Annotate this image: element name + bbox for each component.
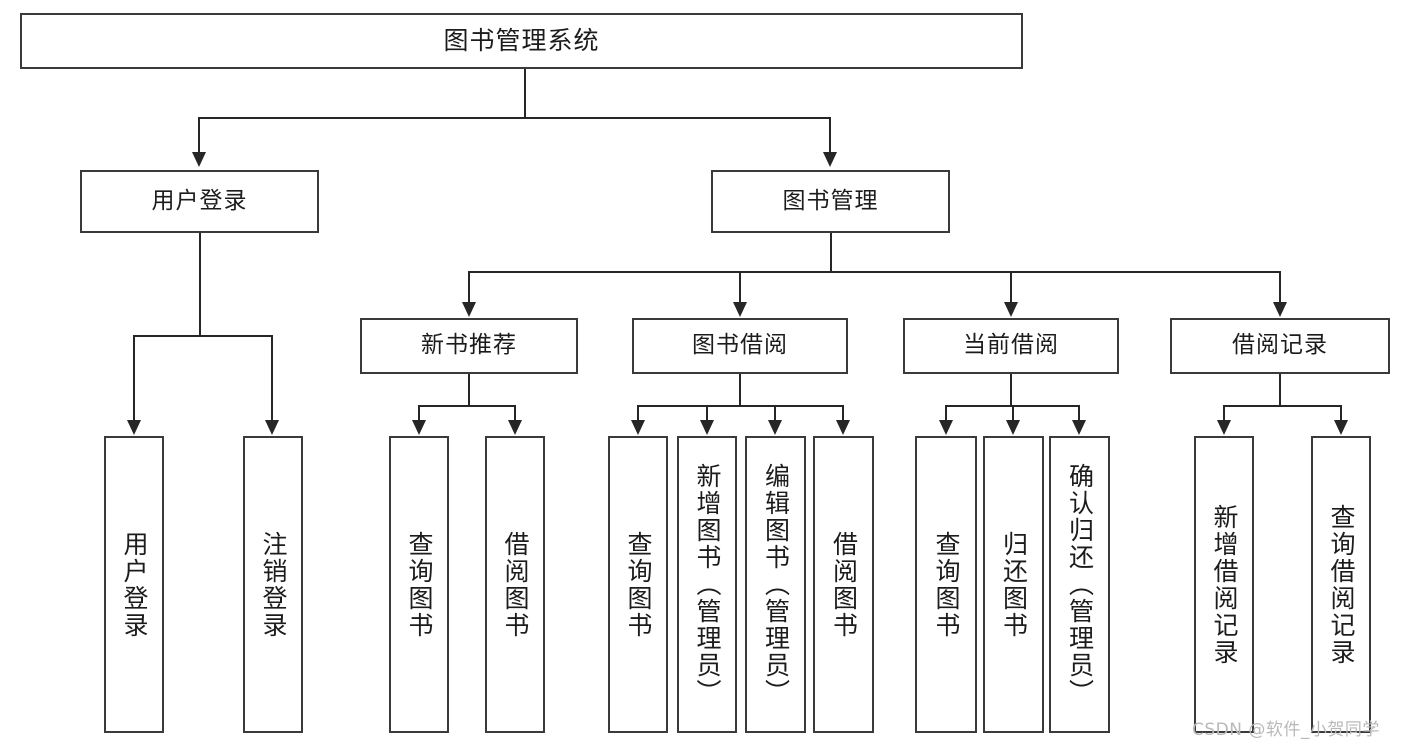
leaf-return-book[interactable]: 归还图书 xyxy=(983,436,1044,733)
connector-to-book-borrow xyxy=(739,271,741,303)
node-book-borrow[interactable]: 图书借阅 xyxy=(632,318,848,374)
connector-to-leaf-add-record xyxy=(1223,405,1225,421)
leaf-borrow-book-a[interactable]: 借阅图书 xyxy=(485,436,545,733)
connector-to-leaf-query-book-b xyxy=(637,405,639,421)
node-label: 新增借阅记录 xyxy=(1210,503,1239,666)
node-borrow-record[interactable]: 借阅记录 xyxy=(1170,318,1390,374)
leaf-confirm-return[interactable]: 确认归还（管理员） xyxy=(1049,436,1110,733)
node-label: 当前借阅 xyxy=(963,332,1059,359)
node-label: 查询图书 xyxy=(624,530,653,639)
arrowhead-to-leaf-confirm-return xyxy=(1072,420,1086,435)
node-label: 新书推荐 xyxy=(421,332,517,359)
connector-book-borrow-stem xyxy=(739,374,741,405)
connector-to-borrow-record xyxy=(1279,271,1281,303)
arrowhead-to-leaf-add-record xyxy=(1217,420,1231,435)
arrowhead-to-leaf-query-record xyxy=(1334,420,1348,435)
leaf-query-book-a[interactable]: 查询图书 xyxy=(389,436,449,733)
arrowhead-to-leaf-query-book-c xyxy=(939,420,953,435)
node-label: 查询借阅记录 xyxy=(1327,503,1356,666)
connector-to-book-mgmt xyxy=(829,117,831,153)
connector-to-leaf-user-login xyxy=(133,335,135,421)
arrowhead-to-leaf-query-book-b xyxy=(631,420,645,435)
connector-user-login-bus xyxy=(133,335,272,337)
connector-current-borrow-stem xyxy=(1010,374,1012,405)
node-label: 查询图书 xyxy=(405,530,434,639)
connector-to-leaf-query-book-a xyxy=(418,405,420,421)
leaf-logout[interactable]: 注销登录 xyxy=(243,436,303,733)
leaf-query-borrow-record[interactable]: 查询借阅记录 xyxy=(1311,436,1371,733)
connector-to-current-borrow xyxy=(1010,271,1012,303)
node-label: 归还图书 xyxy=(999,530,1029,639)
node-label: 图书管理系统 xyxy=(443,26,600,56)
leaf-query-book-c[interactable]: 查询图书 xyxy=(915,436,977,733)
node-label: 编辑图书（管理员） xyxy=(761,463,791,706)
connector-to-leaf-return-book xyxy=(1012,405,1014,421)
node-label: 图书管理 xyxy=(782,187,879,214)
arrowhead-to-new-book-rec xyxy=(462,302,476,317)
connector-to-leaf-query-book-c xyxy=(945,405,947,421)
connector-to-leaf-edit-book xyxy=(774,405,776,421)
connector-to-leaf-borrow-book-a xyxy=(514,405,516,421)
arrowhead-to-leaf-borrow-book-b xyxy=(836,420,850,435)
node-label: 新增图书（管理员） xyxy=(693,463,722,706)
node-current-borrow[interactable]: 当前借阅 xyxy=(903,318,1119,374)
connector-borrow-record-bus xyxy=(1223,405,1342,407)
node-user-login[interactable]: 用户登录 xyxy=(80,170,319,233)
arrowhead-to-leaf-user-login xyxy=(127,420,141,435)
arrowhead-to-book-borrow xyxy=(733,302,747,317)
connector-to-user-login xyxy=(198,117,200,153)
leaf-user-login[interactable]: 用户登录 xyxy=(104,436,164,733)
arrowhead-to-leaf-borrow-book-a xyxy=(508,420,522,435)
arrowhead-to-book-mgmt xyxy=(823,152,837,167)
node-label: 借阅记录 xyxy=(1232,332,1328,359)
node-label: 用户登录 xyxy=(151,187,248,214)
csdn-watermark: CSDN @软件_小贺同学 xyxy=(1192,720,1380,740)
node-label: 图书借阅 xyxy=(692,332,788,359)
arrowhead-to-leaf-return-book xyxy=(1006,420,1020,435)
node-label: 借阅图书 xyxy=(501,530,530,639)
leaf-add-book[interactable]: 新增图书（管理员） xyxy=(677,436,737,733)
node-label: 查询图书 xyxy=(932,530,961,639)
node-label: 借阅图书 xyxy=(829,530,859,639)
connector-to-leaf-borrow-book-b xyxy=(842,405,844,421)
arrowhead-to-leaf-edit-book xyxy=(768,420,782,435)
arrowhead-to-leaf-logout xyxy=(265,420,279,435)
connector-to-new-book-rec xyxy=(468,271,470,303)
connector-to-leaf-confirm-return xyxy=(1078,405,1080,421)
connector-level2-bus xyxy=(198,117,831,119)
connector-new-book-stem xyxy=(468,374,470,405)
arrowhead-to-user-login xyxy=(192,152,206,167)
connector-to-leaf-add-book xyxy=(706,405,708,421)
leaf-add-borrow-record[interactable]: 新增借阅记录 xyxy=(1194,436,1254,733)
connector-book-mgmt-stem xyxy=(830,233,832,271)
node-root-system[interactable]: 图书管理系统 xyxy=(20,13,1023,69)
connector-to-leaf-logout xyxy=(271,335,273,421)
leaf-edit-book[interactable]: 编辑图书（管理员） xyxy=(745,436,806,733)
arrowhead-to-leaf-add-book xyxy=(700,420,714,435)
node-label: 注销登录 xyxy=(259,530,288,639)
node-new-book-recommend[interactable]: 新书推荐 xyxy=(360,318,578,374)
connector-user-login-stem xyxy=(199,233,201,335)
node-label: 确认归还（管理员） xyxy=(1065,463,1095,706)
arrowhead-to-leaf-query-book-a xyxy=(412,420,426,435)
arrowhead-to-borrow-record xyxy=(1273,302,1287,317)
connector-new-book-bus xyxy=(418,405,516,407)
node-book-management[interactable]: 图书管理 xyxy=(711,170,950,233)
connector-book-borrow-bus xyxy=(637,405,844,407)
connector-level3-bus xyxy=(468,271,1279,273)
connector-borrow-record-stem xyxy=(1279,374,1281,405)
connector-root-stem xyxy=(524,69,526,117)
leaf-query-book-b[interactable]: 查询图书 xyxy=(608,436,668,733)
arrowhead-to-current-borrow xyxy=(1004,302,1018,317)
leaf-borrow-book-b[interactable]: 借阅图书 xyxy=(813,436,874,733)
connector-to-leaf-query-record xyxy=(1340,405,1342,421)
node-label: 用户登录 xyxy=(120,530,149,639)
